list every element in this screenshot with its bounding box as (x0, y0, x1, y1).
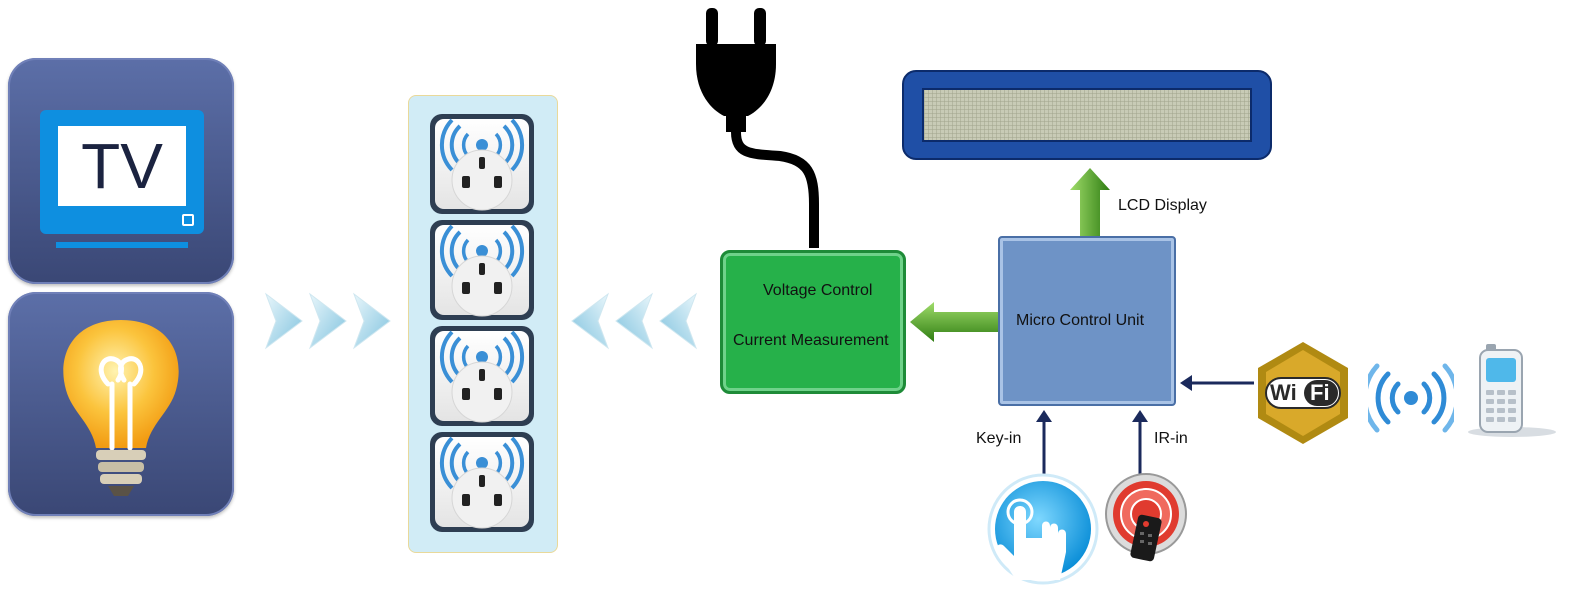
power-socket-icon-3 (428, 324, 536, 428)
lcd-panel (922, 88, 1252, 142)
arrow-keyin-to-mcu (1036, 410, 1052, 474)
lcd-display-label: LCD Display (1118, 197, 1207, 214)
ir-in-label: IR-in (1154, 430, 1188, 447)
key-in-label: Key-in (976, 430, 1022, 447)
power-socket-icon-1 (428, 112, 536, 216)
voltage-control-label: Voltage Control (763, 282, 873, 299)
voltage-control-box: Voltage Control Current Measurement (720, 250, 906, 394)
arrow-left-voltage (910, 302, 998, 342)
micro-control-unit-box: Micro Control Unit (998, 236, 1176, 406)
tv-label: TV (58, 126, 186, 206)
wifi-label-fi: Fi (1310, 380, 1330, 405)
power-socket-icon-2 (428, 218, 536, 322)
lcd-display-icon (902, 70, 1272, 160)
wireless-signal-icon (1368, 363, 1454, 433)
tv-stand (56, 242, 188, 248)
micro-control-unit-label: Micro Control Unit (1016, 312, 1145, 329)
current-measurement-label: Current Measurement (733, 332, 889, 349)
lightbulb-icon (63, 320, 179, 496)
tv-power-indicator (182, 214, 194, 226)
wifi-badge-icon: Wi Fi (1256, 340, 1350, 446)
tv-icon: TV (40, 110, 204, 234)
lightbulb-app-tile (8, 292, 234, 516)
arrow-up-lcd (1070, 168, 1110, 236)
chevrons-left (571, 292, 698, 350)
power-socket-icons (428, 112, 536, 534)
arrow-irin-to-mcu (1132, 410, 1148, 474)
power-plug-icon (696, 8, 819, 248)
tv-app-tile: TV (8, 58, 234, 284)
arrow-wifi-to-mcu (1180, 375, 1254, 391)
chevrons-right (264, 292, 391, 350)
power-socket-icon-4 (428, 430, 536, 534)
wifi-label-wi: Wi (1270, 380, 1297, 405)
ir-remote-icon (1105, 473, 1187, 562)
touch-hand-icon (987, 473, 1099, 585)
mobile-phone-icon (1468, 344, 1556, 437)
